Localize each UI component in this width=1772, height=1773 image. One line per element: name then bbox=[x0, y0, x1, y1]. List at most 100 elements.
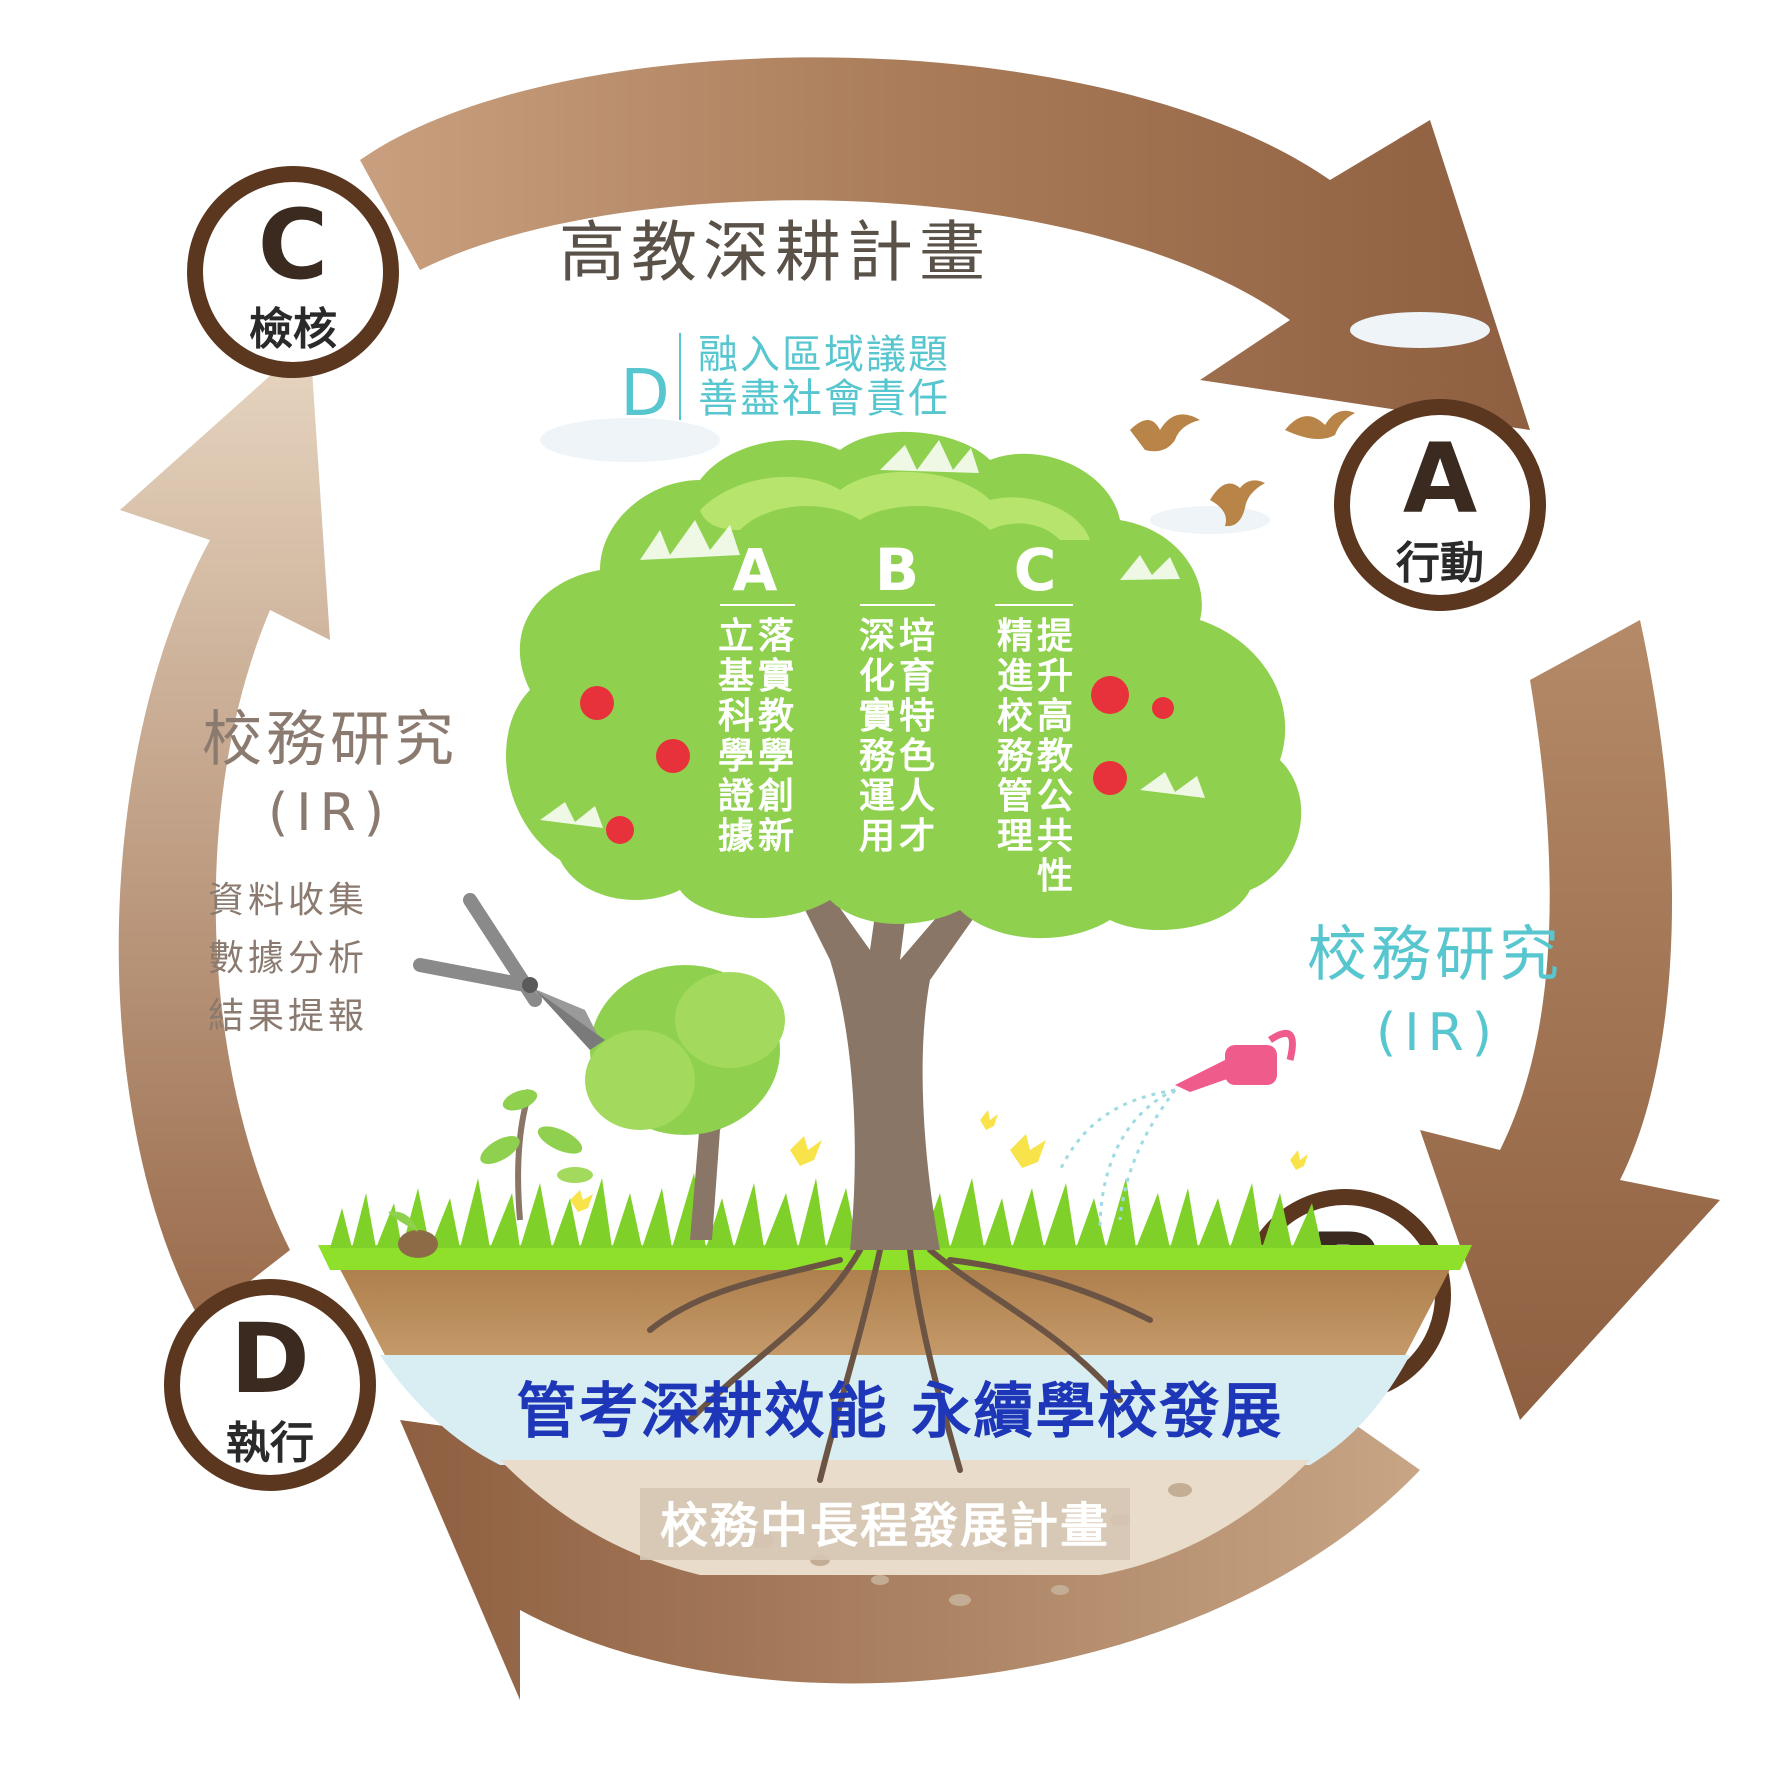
svg-text:升: 升 bbox=[1037, 656, 1073, 697]
svg-text:育: 育 bbox=[899, 656, 935, 697]
water-layer bbox=[380, 1355, 1410, 1465]
svg-text:科: 科 bbox=[718, 696, 754, 737]
svg-text:教: 教 bbox=[758, 696, 794, 737]
ir-left-item-3: 結果提報 bbox=[208, 996, 368, 1037]
svg-text:據: 據 bbox=[718, 816, 755, 857]
goal-c-col-right: 提 升 高 教 公 共 性 bbox=[1037, 616, 1073, 897]
ir-right-sub: (IR) bbox=[1376, 1003, 1500, 1063]
arrow-d-to-c bbox=[118, 340, 330, 1320]
ir-left-item-2: 數據分析 bbox=[208, 938, 368, 979]
svg-text:精: 精 bbox=[997, 616, 1033, 657]
svg-text:務: 務 bbox=[859, 736, 896, 777]
banner-text: 管考深耕效能 永續學校發展 bbox=[517, 1377, 1284, 1447]
apple-icon bbox=[580, 686, 614, 720]
cycle-a-letter: A bbox=[1403, 423, 1477, 535]
cycle-node-d: D 執行 bbox=[164, 1279, 376, 1491]
svg-text:培: 培 bbox=[899, 616, 935, 657]
bird-icon bbox=[1210, 480, 1265, 527]
sapling bbox=[480, 1089, 593, 1221]
svg-text:立: 立 bbox=[718, 616, 754, 657]
svg-text:管: 管 bbox=[997, 776, 1033, 817]
apples bbox=[580, 676, 1174, 844]
svg-text:運: 運 bbox=[859, 776, 895, 817]
svg-text:創: 創 bbox=[758, 776, 794, 817]
svg-text:進: 進 bbox=[997, 656, 1033, 697]
d-goal-line1: 融入區域議題 bbox=[698, 332, 950, 378]
base-plan-text: 校務中長程發展計畫 bbox=[660, 1498, 1110, 1554]
svg-text:證: 證 bbox=[718, 775, 755, 817]
svg-text:基: 基 bbox=[718, 656, 754, 697]
svg-text:務: 務 bbox=[997, 736, 1034, 777]
svg-text:才: 才 bbox=[899, 816, 935, 857]
arrow-c-to-a bbox=[360, 57, 1530, 430]
svg-text:學: 學 bbox=[718, 736, 754, 777]
goal-b-letter: B bbox=[875, 536, 919, 604]
svg-text:深: 深 bbox=[859, 616, 895, 657]
svg-text:性: 性 bbox=[1037, 856, 1073, 897]
ir-left-item-1: 資料收集 bbox=[208, 880, 368, 921]
small-tree bbox=[585, 965, 785, 1240]
butterfly-icon bbox=[1290, 1150, 1308, 1170]
bird-icon bbox=[1285, 410, 1355, 439]
svg-text:新: 新 bbox=[758, 816, 794, 857]
goal-b-col-left: 深 化 實 務 運 用 bbox=[859, 616, 896, 857]
svg-text:特: 特 bbox=[899, 696, 935, 737]
svg-text:落: 落 bbox=[758, 616, 795, 657]
goal-c-col-left: 精 進 校 務 管 理 bbox=[997, 616, 1034, 857]
apple-icon bbox=[1093, 761, 1127, 795]
watering-can-icon bbox=[1058, 1029, 1296, 1231]
svg-text:高: 高 bbox=[1037, 696, 1073, 737]
d-goal: D 融入區域議題 善盡社會責任 bbox=[620, 332, 950, 431]
butterfly-icon bbox=[980, 1110, 998, 1130]
grass-layer bbox=[318, 1245, 1472, 1270]
ir-left: 校務研究 (IR) 資料收集 數據分析 結果提報 bbox=[202, 705, 454, 1037]
butterfly-icon bbox=[790, 1136, 822, 1166]
apple-icon bbox=[1152, 697, 1174, 719]
svg-text:學: 學 bbox=[758, 736, 794, 777]
goal-a-letter: A bbox=[733, 536, 778, 604]
svg-text:教: 教 bbox=[1037, 736, 1073, 777]
svg-text:化: 化 bbox=[859, 656, 895, 697]
goal-a: A 落 實 教 學 創 新 立 基 科 學 證 據 bbox=[718, 536, 795, 857]
svg-text:色: 色 bbox=[899, 736, 935, 777]
goal-b-col-right: 培 育 特 色 人 才 bbox=[899, 616, 935, 857]
diagram-title: 高教深耕計畫 bbox=[559, 214, 991, 291]
cycle-d-label: 執行 bbox=[226, 1418, 314, 1469]
svg-text:用: 用 bbox=[859, 816, 895, 857]
base-plan-box bbox=[640, 1488, 1130, 1560]
svg-text:校: 校 bbox=[997, 696, 1033, 737]
cycle-c-letter: C bbox=[258, 189, 328, 301]
cycle-c-label: 檢核 bbox=[249, 304, 337, 355]
cycle-node-a: A 行動 bbox=[1334, 399, 1546, 611]
goal-b: B 培 育 特 色 人 才 深 化 實 務 運 用 bbox=[859, 536, 935, 857]
svg-text:共: 共 bbox=[1037, 816, 1073, 857]
pruning-shears-icon bbox=[413, 893, 605, 1050]
cycle-node-c: C 檢核 bbox=[187, 166, 399, 378]
soil-layer bbox=[330, 1250, 1460, 1365]
svg-text:提: 提 bbox=[1037, 616, 1073, 657]
cycle-a-label: 行動 bbox=[1396, 538, 1484, 589]
svg-text:實: 實 bbox=[859, 695, 895, 737]
d-goal-line2: 善盡社會責任 bbox=[698, 376, 950, 422]
butterfly-icon bbox=[1010, 1134, 1046, 1168]
arrow-a-to-p bbox=[1420, 620, 1720, 1420]
clouds bbox=[540, 312, 1490, 534]
goal-a-col-left: 立 基 科 學 證 據 bbox=[718, 616, 755, 857]
ir-left-sub: (IR) bbox=[268, 783, 392, 843]
ir-right: 校務研究 (IR) bbox=[1307, 920, 1563, 1063]
butterflies bbox=[570, 1110, 1308, 1212]
seed-sprout bbox=[388, 1211, 438, 1258]
ir-right-title: 校務研究 bbox=[1307, 920, 1563, 990]
cycle-d-letter: D bbox=[230, 1303, 310, 1415]
butterfly-icon bbox=[570, 1190, 593, 1212]
svg-text:人: 人 bbox=[899, 776, 935, 817]
svg-text:公: 公 bbox=[1037, 776, 1073, 817]
birds bbox=[1130, 410, 1355, 527]
goal-c-letter: C bbox=[1014, 536, 1057, 604]
svg-text:實: 實 bbox=[758, 655, 794, 697]
goal-c: C 提 升 高 教 公 共 性 精 進 校 務 管 理 bbox=[995, 536, 1073, 897]
goal-a-col-right: 落 實 教 學 創 新 bbox=[758, 616, 795, 857]
tree-trunk bbox=[790, 880, 990, 1250]
main-tree bbox=[506, 431, 1302, 1250]
